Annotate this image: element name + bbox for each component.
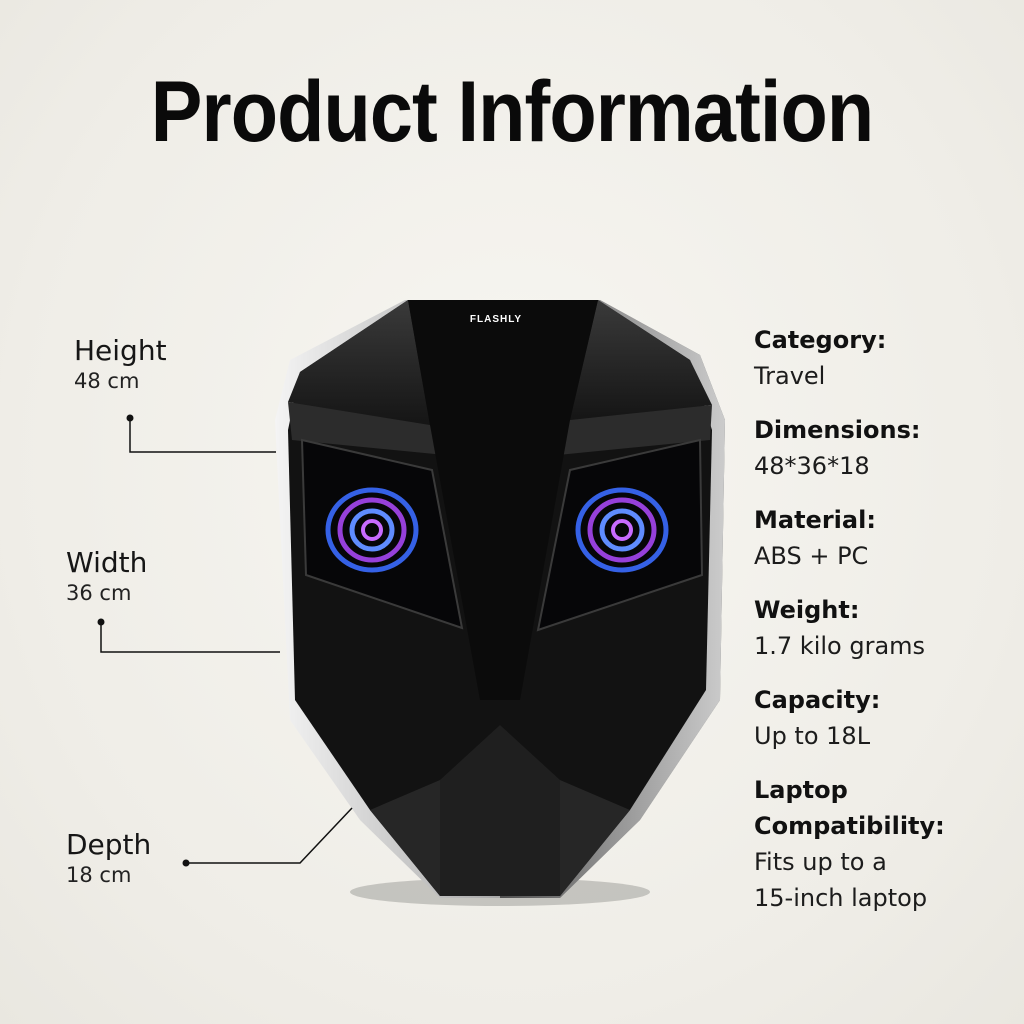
height-leader-dot: [126, 414, 134, 422]
spec-key: Dimensions:: [754, 416, 921, 444]
spec-value: 48*36*18: [754, 452, 870, 480]
facet-chin-right: [560, 780, 630, 896]
width-leader-dot: [97, 618, 105, 626]
left-eye-icon: [325, 487, 419, 573]
spec-value: ABS + PC: [754, 542, 869, 570]
facet-upper-right: [570, 300, 712, 420]
height-value: 48 cm: [74, 369, 140, 393]
spec-key: Material:: [754, 506, 876, 534]
height-callout: Height 48 cm: [74, 334, 167, 394]
spec-category: Category: Travel: [754, 322, 1014, 394]
spec-laptop-compatibility: Laptop Compatibility: Fits up to a 15-in…: [754, 772, 1014, 916]
dimension-leaders: [100, 418, 353, 864]
width-label: Width: [66, 546, 148, 579]
width-leader-line: [100, 622, 280, 653]
spec-list: Category: Travel Dimensions: 48*36*18 Ma…: [754, 322, 1014, 934]
spec-key: Capacity:: [754, 686, 881, 714]
spec-capacity: Capacity: Up to 18L: [754, 682, 1014, 754]
facet-upper-left: [288, 300, 430, 425]
spec-material: Material: ABS + PC: [754, 502, 1014, 574]
spec-dimensions: Dimensions: 48*36*18: [754, 412, 1014, 484]
spec-value: Up to 18L: [754, 722, 871, 750]
depth-value: 18 cm: [66, 863, 132, 887]
facet-brow-right: [558, 405, 712, 455]
spec-key: Laptop Compatibility:: [754, 776, 945, 840]
center-strip: [408, 300, 598, 700]
spec-value: Travel: [754, 362, 826, 390]
spec-key: Category:: [754, 326, 887, 354]
spec-weight: Weight: 1.7 kilo grams: [754, 592, 1014, 664]
height-label: Height: [74, 334, 167, 367]
width-value: 36 cm: [66, 581, 132, 605]
depth-callout: Depth 18 cm: [66, 828, 151, 888]
facet-chin: [440, 725, 560, 896]
right-eye-panel: [536, 438, 704, 632]
spec-key: Weight:: [754, 596, 860, 624]
depth-leader-line: [186, 807, 353, 864]
spec-value: 1.7 kilo grams: [754, 632, 926, 660]
brand-logo: FLASHLY: [470, 314, 522, 325]
page-title: Product Information: [150, 64, 874, 160]
facet-brow-left: [288, 402, 445, 455]
right-eye-icon: [575, 487, 669, 573]
depth-label: Depth: [66, 828, 152, 861]
depth-leader-dot: [182, 859, 190, 867]
height-leader-line: [129, 418, 276, 453]
spec-value: Fits up to a 15-inch laptop: [754, 848, 928, 912]
width-callout: Width 36 cm: [66, 546, 147, 606]
facet-chin-left: [370, 780, 440, 896]
